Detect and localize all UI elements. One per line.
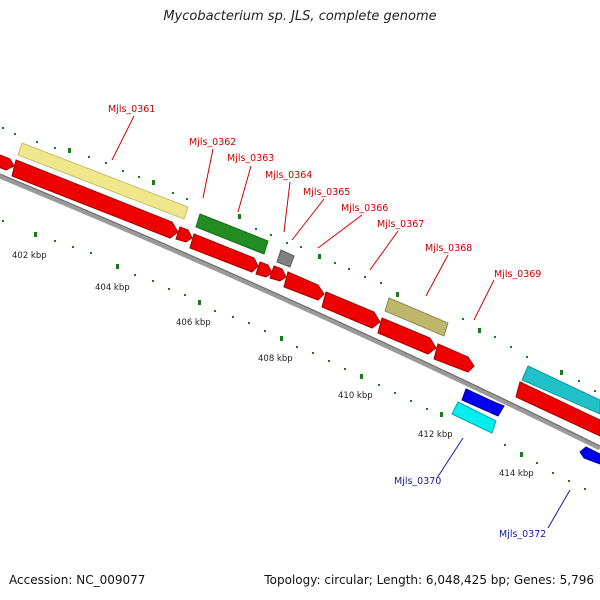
forward-strand-genes: [0, 153, 600, 437]
gene-label-mjls-0368[interactable]: Mjls_0368: [425, 243, 472, 254]
gene-label-mjls-0367[interactable]: Mjls_0367: [377, 219, 424, 230]
label-leader-lines-inner: [436, 437, 571, 529]
label-leader-lines: [111, 115, 495, 321]
gene-label-mjls-0372[interactable]: Mjls_0372: [499, 529, 546, 540]
tick-label-408: 408 kbp: [258, 354, 293, 364]
gene-arrow-red-5[interactable]: [377, 317, 437, 355]
inner-dotted-scale: [2, 220, 586, 490]
tick-label-414: 414 kbp: [499, 469, 534, 479]
genome-backbone: [0, 173, 600, 451]
map-title: Mycobacterium sp. JLS, complete genome: [163, 9, 437, 24]
outer-dotted-scale: [2, 127, 596, 392]
gene-box-mjls-0370[interactable]: [451, 401, 497, 434]
gene-label-mjls-0366[interactable]: Mjls_0366: [341, 203, 388, 214]
accession-text: Accession: NC_009077: [9, 573, 146, 587]
gene-label-mjls-0369[interactable]: Mjls_0369: [494, 269, 541, 280]
gene-label-mjls-0361[interactable]: Mjls_0361: [108, 104, 155, 115]
gene-arrow-mjls-0364[interactable]: [255, 261, 273, 278]
tick-label-410: 410 kbp: [338, 391, 373, 401]
gene-arrow-mjls-0362[interactable]: [175, 226, 193, 243]
gene-label-mjls-0363[interactable]: Mjls_0363: [227, 153, 274, 164]
gene-arrow-red-4[interactable]: [269, 265, 287, 282]
gene-arrow-mjls-0367[interactable]: [321, 291, 381, 329]
gene-box-mjls-0361[interactable]: [17, 142, 189, 220]
gene-arrow-red-3[interactable]: [189, 233, 259, 273]
gene-box-teal[interactable]: [521, 365, 600, 415]
gene-arrow-red-1[interactable]: [0, 153, 15, 171]
gene-label-mjls-0365[interactable]: Mjls_0365: [303, 187, 350, 198]
gene-box-mjls-0368[interactable]: [384, 297, 449, 337]
tick-label-404: 404 kbp: [95, 283, 130, 293]
gene-arrow-red-2[interactable]: [11, 159, 179, 239]
gene-label-mjls-0364[interactable]: Mjls_0364: [265, 170, 312, 181]
gene-arrow-mjls-0366[interactable]: [283, 271, 325, 301]
gene-box-mjls-0363[interactable]: [195, 213, 269, 255]
tick-label-402: 402 kbp: [12, 251, 47, 261]
gene-arrow-mjls-0369[interactable]: [433, 343, 475, 373]
gene-label-mjls-0370[interactable]: Mjls_0370: [394, 476, 441, 487]
tick-label-412: 412 kbp: [418, 430, 453, 440]
genome-summary-text: Topology: circular; Length: 6,048,425 bp…: [264, 573, 594, 587]
gene-arrow-mjls-0372[interactable]: [579, 446, 600, 465]
gene-arrow-red-6[interactable]: [515, 381, 600, 437]
gene-arrow-blue-1[interactable]: [461, 388, 505, 417]
tick-label-406: 406 kbp: [176, 318, 211, 328]
gene-label-mjls-0362[interactable]: Mjls_0362: [189, 137, 236, 148]
gene-box-mjls-0365[interactable]: [276, 249, 295, 268]
